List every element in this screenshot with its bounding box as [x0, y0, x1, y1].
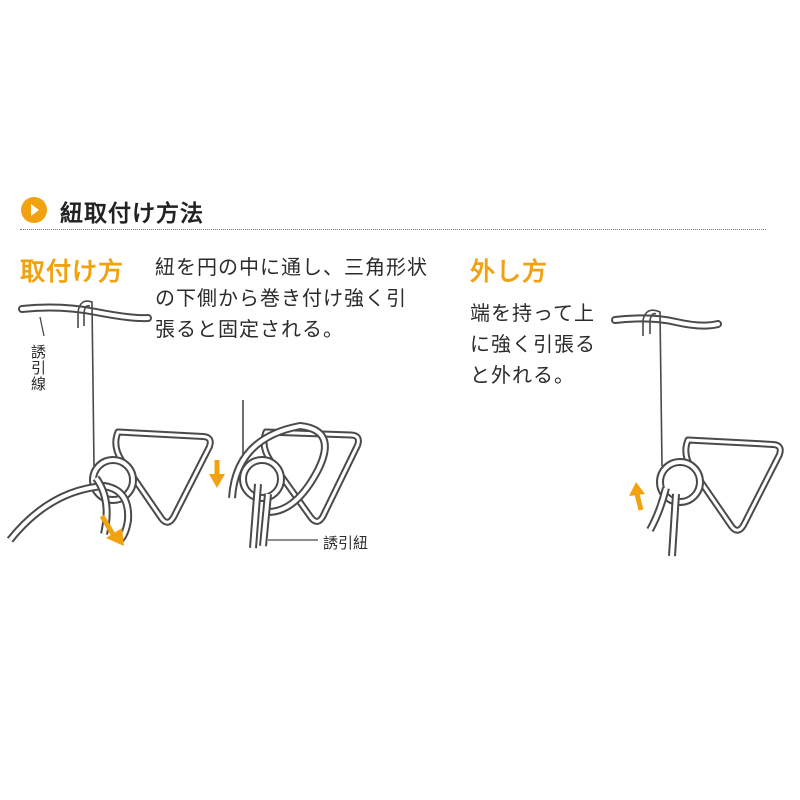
remove-figure [611, 309, 781, 557]
attach-description: 紐を円の中に通し、三角形状 の下側から巻き付け強く引 張ると固定される。 [155, 252, 428, 345]
wrap-figure [209, 400, 359, 549]
pull-down-arrow [99, 514, 124, 546]
section-title: 紐取付け方法 [60, 201, 204, 227]
remove-desc-line-1: 端を持って上 [470, 301, 595, 325]
play-circle-icon [21, 197, 47, 223]
down-arrow [209, 460, 225, 488]
up-arrow [629, 482, 645, 511]
attach-figure [6, 300, 211, 546]
remove-desc-line-3: と外れる。 [470, 363, 575, 387]
wire-label: 誘引線 [29, 344, 47, 392]
remove-desc-line-2: に強く引張る [470, 332, 596, 356]
attach-desc-line-3: 張ると固定される。 [155, 317, 344, 341]
string-label: 誘引紐 [323, 534, 369, 552]
attach-desc-line-1: 紐を円の中に通し、三角形状 [155, 255, 428, 279]
remove-heading: 外し方 [470, 257, 549, 286]
attach-heading: 取付け方 [20, 257, 125, 286]
remove-description: 端を持って上 に強く引張る と外れる。 [470, 298, 596, 391]
attach-desc-line-2: の下側から巻き付け強く引 [155, 286, 407, 310]
title-divider [20, 229, 766, 230]
